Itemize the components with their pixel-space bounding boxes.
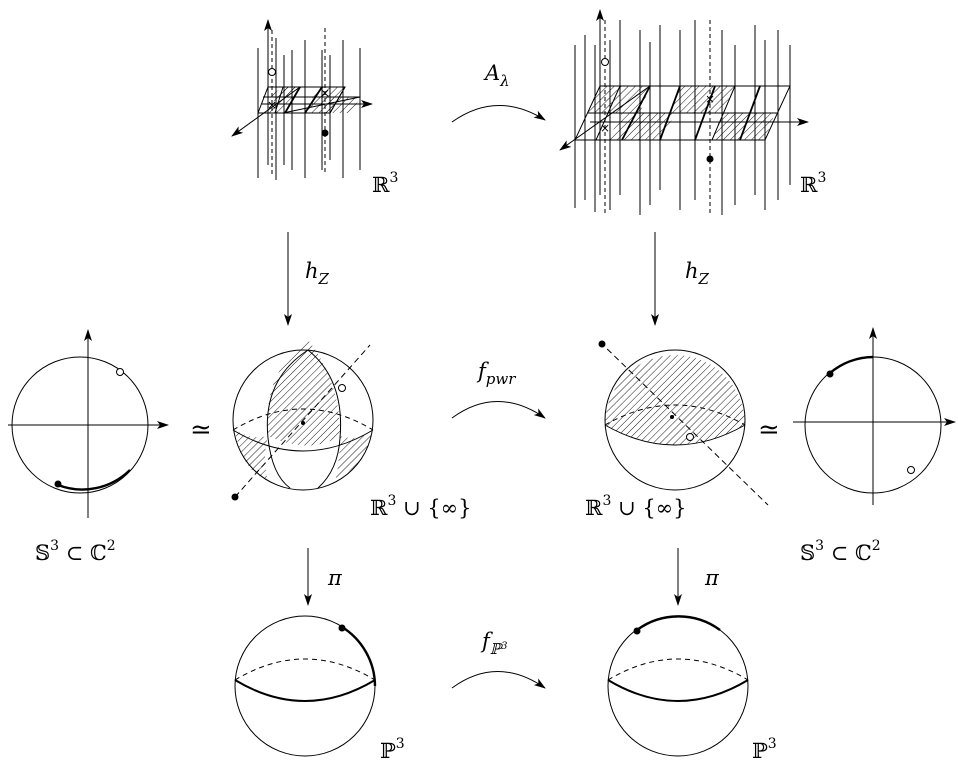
open-point xyxy=(686,433,694,441)
label-a-lambda: Aλ xyxy=(483,61,510,90)
cross-mark: × xyxy=(320,86,330,100)
open-point xyxy=(907,466,915,474)
sphere-p3-right xyxy=(607,615,749,757)
arrow-f-p3 xyxy=(451,671,546,689)
label-r3-top-left: ℝ3 xyxy=(372,170,398,197)
arrow-a-lambda xyxy=(451,105,546,123)
label-r3-union-inf-right: ℝ3 ∪ {∞} xyxy=(585,493,687,520)
label-f-pwr: fpwr xyxy=(476,359,516,388)
sphere-r3-union-inf-left xyxy=(232,340,374,498)
center-point xyxy=(301,421,305,425)
cross-mark: × xyxy=(600,121,610,135)
label-s3-c2-left: 𝕊3 ⊂ ℂ2 xyxy=(35,538,116,565)
label-f-p3: fℙ3 xyxy=(480,629,507,658)
circle-s3-right xyxy=(793,327,956,505)
circle-s3-left xyxy=(8,329,169,518)
center-point xyxy=(670,415,674,419)
label-hz-left: hZ xyxy=(305,259,330,288)
filled-point xyxy=(826,370,834,378)
filled-point xyxy=(321,129,329,137)
label-p3-left: ℙ3 xyxy=(380,736,405,763)
lattice-right-markers: × × xyxy=(600,58,715,163)
filled-point xyxy=(598,340,606,348)
open-point xyxy=(338,384,346,392)
filled-point xyxy=(231,493,239,501)
label-r3-union-inf-left: ℝ3 ∪ {∞} xyxy=(370,493,472,520)
simeq-right: ≃ xyxy=(758,415,780,445)
simeq-left: ≃ xyxy=(190,415,212,445)
open-point xyxy=(601,58,609,66)
sphere-p3-left xyxy=(234,615,377,757)
label-s3-c2-right: 𝕊3 ⊂ ℂ2 xyxy=(800,538,881,565)
label-pi-right: π xyxy=(704,566,720,590)
filled-point xyxy=(706,155,714,163)
lattice-r3-left xyxy=(231,19,373,180)
cross-mark: × xyxy=(705,92,715,106)
arrow-f-pwr xyxy=(451,401,546,419)
sphere-r3-union-inf-right xyxy=(599,341,769,506)
filled-point xyxy=(54,480,62,488)
cross-mark: × xyxy=(267,98,277,112)
lattice-r3-right xyxy=(559,9,809,215)
label-hz-right: hZ xyxy=(685,259,710,288)
open-point xyxy=(268,68,276,76)
lattice-left-markers: × × xyxy=(267,68,330,137)
filled-point xyxy=(633,627,641,635)
label-pi-left: π xyxy=(327,566,343,590)
label-r3-top-right: ℝ3 xyxy=(800,170,826,197)
open-point xyxy=(116,368,124,376)
filled-point xyxy=(338,624,346,632)
label-p3-right: ℙ3 xyxy=(752,736,777,763)
